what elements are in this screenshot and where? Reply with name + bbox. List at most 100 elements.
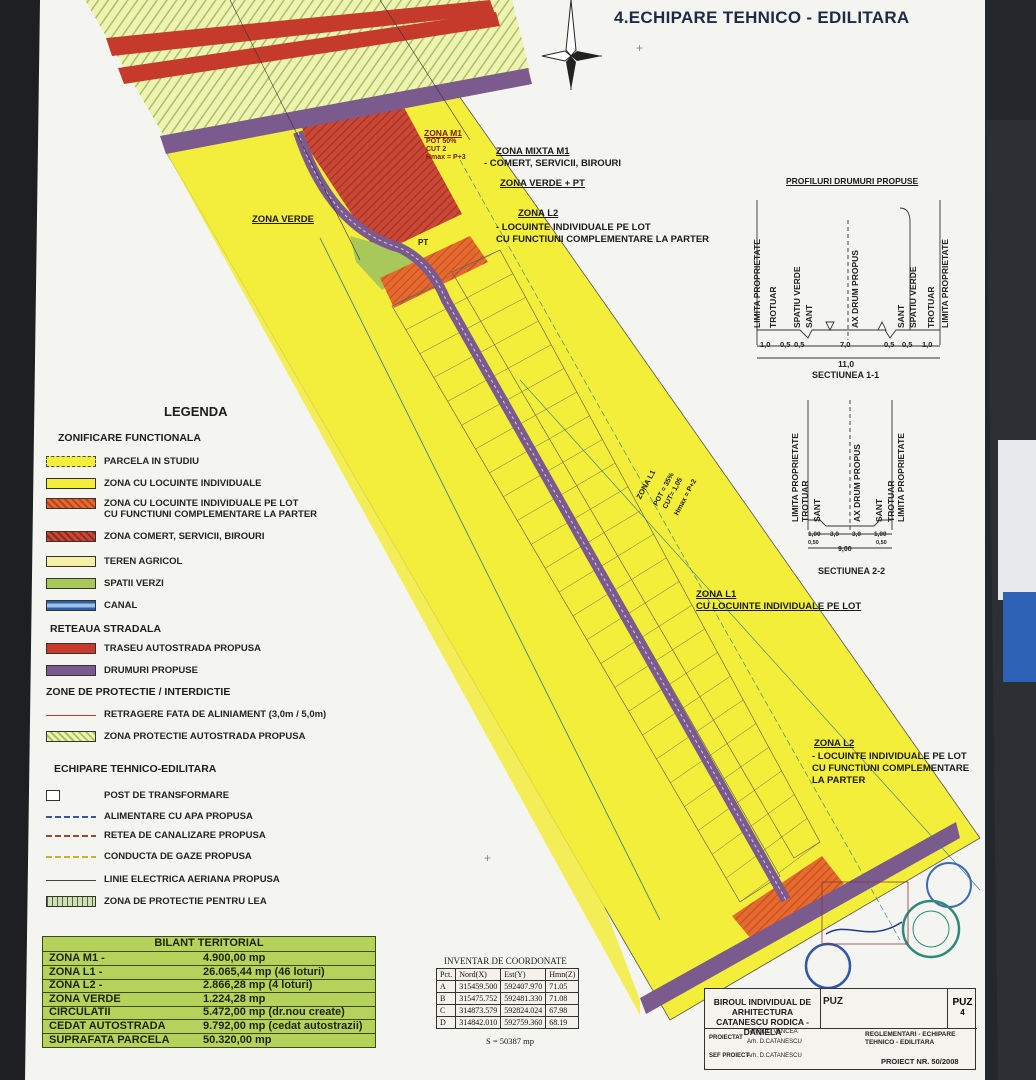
project-info: PUZ	[821, 989, 947, 1029]
sheet-number: PUZ 4	[947, 989, 977, 1029]
bilant-value: 9.792,00 mp (cedat autostrazii)	[203, 1020, 363, 1032]
inventar-cell: 592759.360	[500, 1016, 547, 1029]
bilant-key: SUPRAFATA PARCELA	[49, 1033, 170, 1046]
profile-1-section: SECTIUNEA 1-1	[812, 370, 880, 380]
label-zona-mixta: ZONA MIXTA M1	[496, 146, 570, 157]
legend-label: RETEA DE CANALIZARE PROPUSA	[104, 830, 266, 841]
role-3: Arh. D.CATANESCU	[747, 1053, 802, 1059]
inventar-cell: 314842.010	[455, 1016, 502, 1029]
lot-divider	[642, 676, 731, 736]
profile-label: SANT	[874, 498, 884, 522]
bilant-key: CEDAT AUTOSTRADA	[49, 1020, 166, 1032]
legend-swatch	[46, 896, 96, 907]
bilant-key: ZONA L1 -	[49, 965, 103, 978]
inventar-cell: C	[435, 1004, 457, 1017]
dimension-line	[319, 237, 661, 921]
legend-swatch	[46, 731, 96, 742]
sheet-plansa: 4	[960, 1008, 965, 1017]
legend-swatch	[46, 880, 96, 881]
stamp-rur	[901, 899, 961, 959]
profile-section-2-2	[807, 400, 893, 549]
inventar-cell: D	[435, 1016, 457, 1029]
inventar-cell: Pct.	[435, 968, 457, 981]
legend-label: ALIMENTARE CU APA PROPUSA	[104, 811, 253, 822]
label-zona-l2-top-desc2: CU FUNCTIUNI COMPLEMENTARE LA PARTER	[496, 234, 710, 245]
profile-title: PROFILURI DRUMURI PROPUSE	[786, 176, 919, 186]
label-zona-l2-bottom-desc1: - LOCUINTE INDIVIDUALE PE LOT	[812, 751, 967, 762]
label-zona-l1-desc: CU LOCUINTE INDIVIDUALE PE LOT	[696, 601, 862, 612]
lot-divider	[531, 486, 629, 545]
legend-label: TRASEU AUTOSTRADA PROPUSA	[104, 643, 261, 654]
bilant-value: 26.065,44 mp (46 loturi)	[203, 965, 325, 978]
bilant-value: 1.224,28 mp	[203, 992, 266, 1005]
lot-divider	[670, 723, 757, 784]
lot-divider	[544, 510, 641, 569]
profile-label: LIMITA PROPRIETATE	[896, 433, 906, 522]
profile-dimension: 3,0	[830, 531, 840, 538]
legend-label: ZONA DE PROTECTIE PENTRU LEA	[104, 896, 267, 907]
profile-label: TROTUAR	[800, 480, 810, 522]
legend-swatch	[46, 556, 96, 567]
legend-swatch	[46, 456, 96, 467]
legend-group-heading: ZONIFICARE FUNCTIONALA	[58, 432, 201, 444]
lot-divider	[558, 533, 654, 593]
profile-section-1-1	[756, 200, 941, 359]
legend-group-heading: ZONE DE PROTECTIE / INTERDICTIE	[46, 686, 231, 698]
inventar-cell: A	[435, 980, 457, 993]
profile-label: SANT	[812, 498, 822, 522]
profile-label: SANT	[896, 304, 906, 328]
firm-line-2: ARHITECTURA	[731, 1007, 794, 1017]
profile-1-total: 11,0	[838, 359, 855, 369]
bilant-value: 5.472,00 mp (dr.nou create)	[203, 1006, 345, 1019]
firm-name: BIROUL INDIVIDUAL DE ARHITECTURA CATANES…	[705, 989, 821, 1037]
profile-dimension: 0,5	[794, 340, 805, 349]
role-1: Teh.pr. L. VANCEA	[747, 1029, 798, 1035]
label-zona-mixta-desc: - COMERT, SERVICII, BIROURI	[484, 158, 622, 169]
profile-label: TROTUAR	[768, 286, 778, 328]
legend-swatch	[46, 498, 96, 509]
zone-m1-area	[300, 100, 462, 254]
inventar-header-row: Pct.Nord(X)Est(Y)Hmn(Z)	[435, 968, 580, 981]
lot-divider	[461, 368, 565, 426]
lot-divider	[628, 652, 718, 712]
inventar-cell: B	[435, 992, 457, 1005]
label-zona-l2-bottom: ZONA L2	[814, 738, 855, 749]
inventar-cell: 71.05	[545, 980, 580, 993]
lot-divider	[712, 794, 795, 855]
lot-divider	[489, 415, 590, 474]
legend-swatch	[46, 816, 96, 818]
label-pt: PT	[418, 238, 429, 247]
lot-divider	[586, 581, 680, 640]
lot-divider	[614, 628, 705, 688]
legend-group-heading: RETEAUA STRADALA	[50, 623, 162, 635]
highway-band-2	[118, 12, 500, 84]
roles-block: PROIECTAT SEF PROIECT Teh.pr. L. VANCEA …	[705, 1029, 977, 1071]
north-arrow-icon	[541, 0, 602, 90]
svg-text:+: +	[636, 41, 643, 55]
sheet-puz: PUZ	[952, 997, 973, 1008]
profile-label: LIMITA PROPRIETATE	[790, 433, 800, 522]
lot-divider	[419, 297, 526, 354]
label-zona-m1-pot: POT 50%	[426, 138, 457, 145]
lot-divider	[517, 462, 616, 521]
legend-title: LEGENDA	[164, 404, 228, 419]
bilant-key: ZONA M1 -	[49, 952, 105, 964]
legend-label: LINIE ELECTRICA AERIANA PROPUSA	[104, 874, 280, 885]
profile-label: AX DRUM PROPUS	[850, 250, 860, 328]
inventar-cell: 592824.024	[500, 1004, 547, 1017]
bilant-value: 2.866,28 mp (4 loturi)	[203, 979, 313, 992]
label-zona-verde-pt: ZONA VERDE + PT	[500, 178, 585, 189]
lot-divider	[391, 249, 501, 307]
inventar-cell: 315475.752	[455, 992, 502, 1005]
profile-label: SANT	[804, 304, 814, 328]
label-zona-l2-top: ZONA L2	[518, 208, 559, 219]
role-head-sef: SEF PROIECT	[709, 1053, 750, 1059]
inventar-cell: Est(Y)	[500, 968, 547, 981]
lot-divider	[739, 841, 821, 903]
